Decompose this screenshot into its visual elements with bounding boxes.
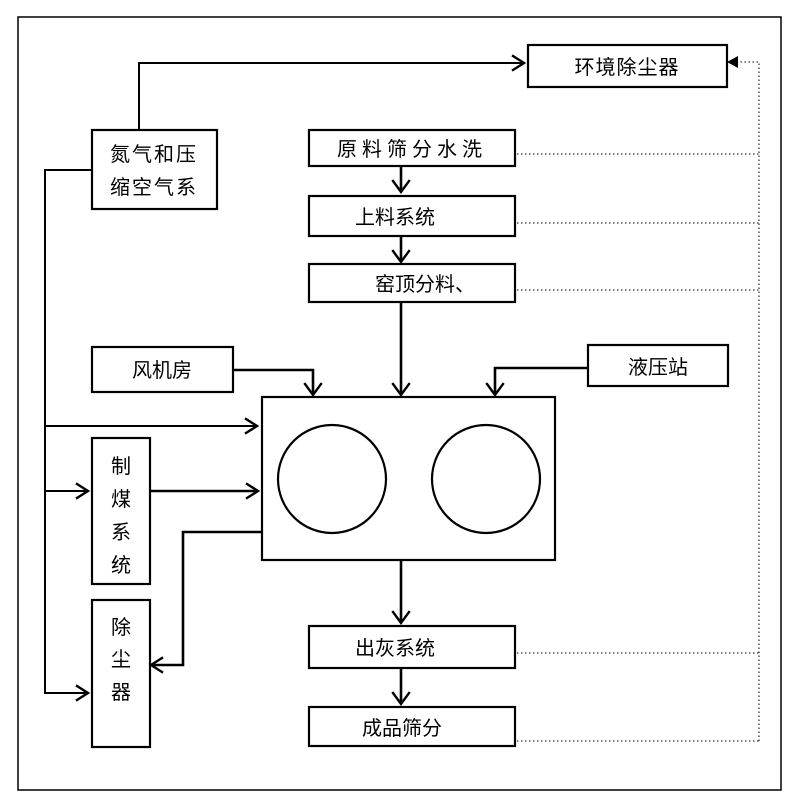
feeding-system-box <box>307 194 517 238</box>
ash-discharge-box <box>307 624 517 670</box>
env-dust-collector-box <box>526 43 729 89</box>
edge-fan-to-kiln <box>233 368 315 395</box>
kiln-top-distribution-box <box>307 262 517 304</box>
edge-nitrogen-trunk <box>44 169 92 694</box>
dust-collector-char1: 除 <box>111 615 131 639</box>
nitrogen-air-label-line2: 缩空气系 <box>110 175 198 199</box>
coal-system-char3: 系 <box>111 520 131 544</box>
arrowhead-env-dust-right <box>727 56 738 68</box>
coal-system-box <box>90 436 152 586</box>
kiln-circle-left <box>276 423 388 535</box>
feeding-system-label: 上料系统 <box>355 205 435 229</box>
arrowhead-kilntop <box>391 249 411 265</box>
ash-discharge-label: 出灰系统 <box>355 636 435 660</box>
arrowhead-fan <box>303 382 323 398</box>
product-screening-label: 成品筛分 <box>362 716 442 740</box>
edge-kiln-to-dust <box>151 530 262 667</box>
coal-system-char4: 统 <box>111 553 131 577</box>
dust-collector-box <box>90 598 152 749</box>
arrowhead-coal-to-kiln <box>245 482 261 500</box>
arrowhead-product <box>391 691 411 707</box>
dotted-collector-return <box>738 61 760 741</box>
arrowhead-env-dust-left <box>511 54 527 72</box>
dust-collector-char3: 器 <box>111 680 131 704</box>
hydraulic-station-label: 液压站 <box>628 355 688 379</box>
nitrogen-air-label-line1: 氮气和压 <box>110 142 198 166</box>
arrowhead-coal-from-trunk <box>75 482 91 500</box>
arrowhead-kiln-from-trunk <box>244 417 260 435</box>
kiln-top-distribution-label: 窑顶分料、 <box>375 272 475 296</box>
coal-system-char1: 制 <box>111 454 131 478</box>
edge-nitrogen-to-env-dust <box>138 62 524 130</box>
dust-collector-char2: 尘 <box>111 647 131 671</box>
kiln-circle-right <box>430 423 542 535</box>
nitrogen-air-box <box>90 128 219 211</box>
raw-screening-box <box>307 128 517 168</box>
arrowhead-dust-collector <box>75 684 91 702</box>
raw-screening-label: 原料筛分水洗 <box>337 137 487 161</box>
fan-room-label: 风机房 <box>132 358 192 382</box>
arrowhead-kiln-top <box>391 382 411 398</box>
fan-room-box <box>90 345 235 394</box>
arrowhead-feeding <box>391 179 411 195</box>
arrowhead-ash <box>391 610 411 626</box>
coal-system-char2: 煤 <box>111 487 131 511</box>
env-dust-collector-label: 环境除尘器 <box>575 55 680 79</box>
arrowhead-hydraulic <box>485 382 505 398</box>
edge-hydraulic-to-kiln <box>493 366 588 395</box>
outer-frame <box>17 16 782 791</box>
hydraulic-station-box <box>586 343 730 388</box>
product-screening-box <box>307 705 517 748</box>
